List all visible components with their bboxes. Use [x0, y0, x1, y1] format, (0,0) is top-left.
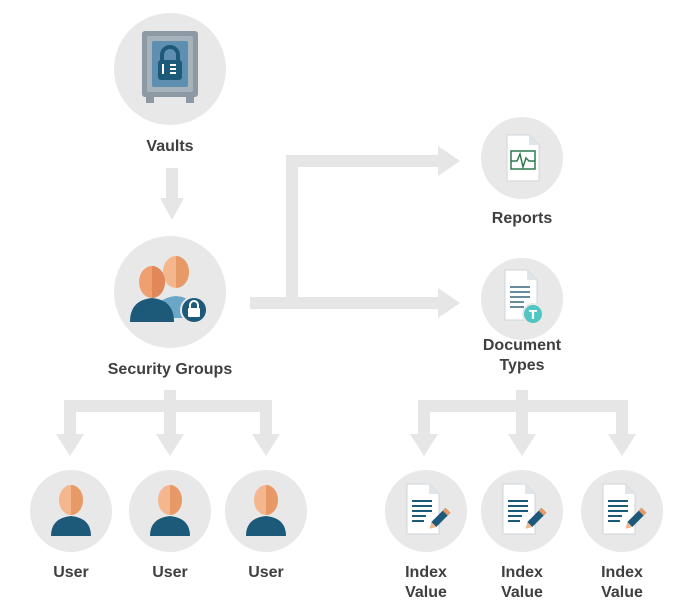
vaults-circle	[114, 13, 226, 125]
user-icon	[150, 485, 190, 536]
user-label: User	[248, 564, 284, 581]
user-label: User	[152, 564, 188, 581]
document-edit-icon	[502, 483, 547, 535]
document-edit-icon	[406, 483, 451, 535]
index-value-label-line1: Index	[601, 564, 643, 581]
svg-text:T: T	[529, 308, 538, 322]
user-icon	[51, 485, 91, 536]
user-circle	[225, 470, 307, 552]
index-value-label-line1: Index	[405, 564, 447, 581]
index-value-label-line2: Value	[405, 584, 447, 601]
index-value-circle	[581, 470, 663, 552]
user-icon	[246, 485, 286, 536]
index-value-label-line1: Index	[501, 564, 543, 581]
security-groups-label: Security Groups	[107, 361, 233, 378]
report-document-icon	[506, 134, 540, 182]
safe-icon	[142, 31, 198, 103]
index-value-label-line2: Value	[601, 584, 643, 601]
index-value-circle	[481, 470, 563, 552]
reports-circle	[481, 117, 563, 199]
reports-label: Reports	[491, 210, 553, 227]
document-type-icon: T	[504, 269, 544, 325]
user-group-lock-icon	[130, 256, 208, 324]
user-circle	[30, 470, 112, 552]
vaults-label: Vaults	[146, 138, 194, 155]
document-types-label-line1: Document	[482, 337, 562, 354]
user-label: User	[53, 564, 89, 581]
security-groups-circle	[114, 236, 226, 348]
document-types-circle: T	[481, 258, 563, 340]
document-types-label-line2: Types	[499, 357, 545, 374]
index-value-circle	[385, 470, 467, 552]
document-edit-icon	[602, 483, 647, 535]
index-value-label-line2: Value	[501, 584, 543, 601]
user-circle	[129, 470, 211, 552]
